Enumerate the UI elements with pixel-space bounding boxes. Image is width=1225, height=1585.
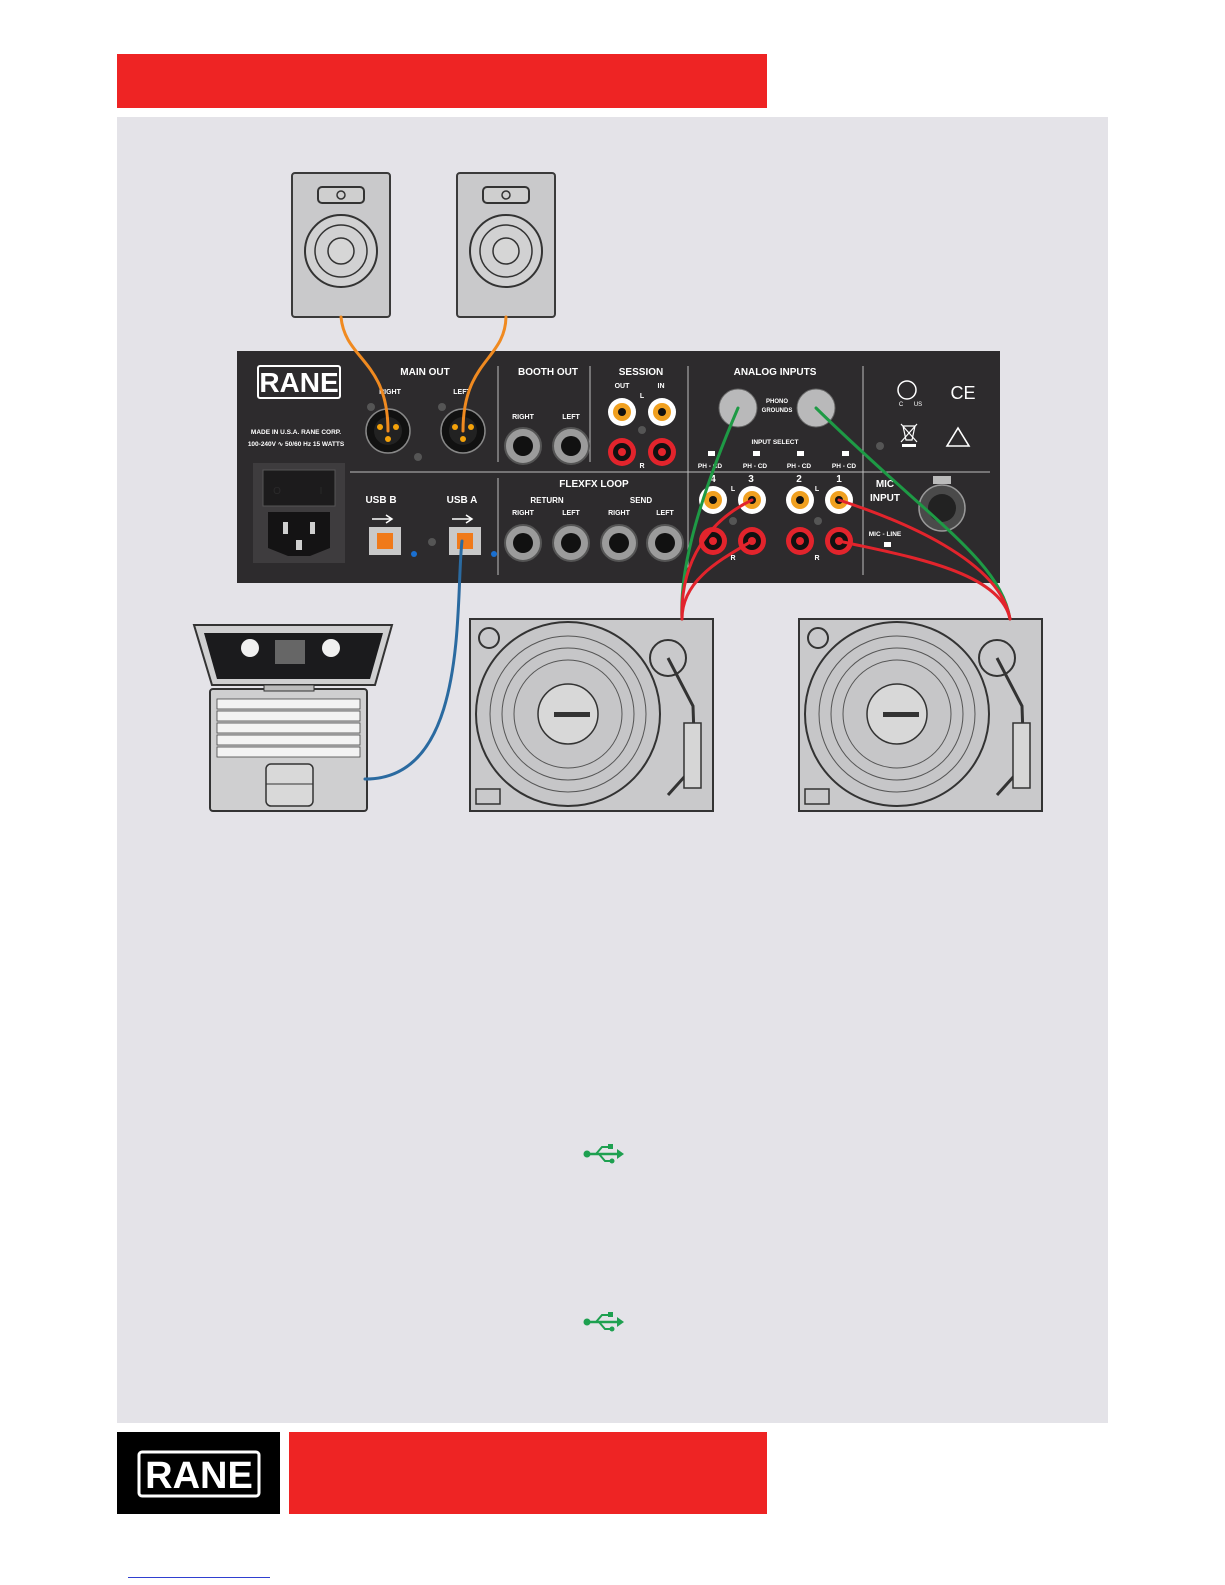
svg-text:USB A: USB A — [447, 495, 478, 506]
svg-text:C: C — [899, 402, 904, 408]
laptop — [192, 624, 394, 812]
svg-text:FLEXFX LOOP: FLEXFX LOOP — [559, 479, 629, 490]
svg-text:RANE: RANE — [145, 1455, 253, 1497]
footer-band — [289, 1432, 767, 1514]
mixer-rear-panel: RANE MAIN OUT RIGHT LEFT BOOTH OUT RIGHT… — [237, 351, 1000, 583]
usb-icon — [583, 1144, 624, 1164]
svg-text:R: R — [730, 555, 735, 562]
svg-text:RIGHT: RIGHT — [379, 389, 402, 396]
svg-text:RIGHT: RIGHT — [608, 510, 631, 517]
svg-text:ANALOG INPUTS: ANALOG INPUTS — [734, 367, 817, 378]
svg-text:L: L — [640, 393, 645, 400]
svg-text:L: L — [731, 486, 736, 493]
svg-text:MIC - LINE: MIC - LINE — [869, 531, 902, 538]
svg-text:PHONO: PHONO — [766, 399, 788, 405]
speaker-left — [291, 172, 391, 318]
footer-logo: RANE — [117, 1432, 280, 1514]
mixer-rane-logo — [257, 365, 341, 399]
svg-text:CE: CE — [950, 383, 975, 403]
svg-text:LEFT: LEFT — [656, 510, 674, 517]
svg-text:R: R — [639, 463, 644, 470]
svg-text:4: 4 — [710, 474, 716, 485]
svg-text:MAIN OUT: MAIN OUT — [400, 367, 449, 378]
svg-text:USB B: USB B — [365, 495, 396, 506]
svg-text:SESSION: SESSION — [619, 367, 663, 378]
svg-text:GROUNDS: GROUNDS — [762, 408, 793, 414]
speaker-right — [456, 172, 556, 318]
svg-text:LEFT: LEFT — [453, 389, 471, 396]
svg-text:100-240V ∿ 50/60 Hz 15 WATTS: 100-240V ∿ 50/60 Hz 15 WATTS — [248, 441, 345, 448]
turntable-left — [469, 618, 714, 812]
turntable-right — [798, 618, 1043, 812]
svg-text:SEND: SEND — [630, 496, 652, 505]
svg-text:RIGHT: RIGHT — [512, 510, 535, 517]
svg-text:INPUT: INPUT — [870, 493, 900, 504]
svg-text:2: 2 — [796, 474, 802, 485]
svg-text:LEFT: LEFT — [562, 510, 580, 517]
header-band — [117, 54, 767, 108]
svg-text:PH - CD: PH - CD — [743, 463, 768, 470]
svg-text:INPUT SELECT: INPUT SELECT — [752, 439, 799, 446]
svg-text:1: 1 — [836, 474, 842, 485]
svg-text:BOOTH OUT: BOOTH OUT — [518, 367, 578, 378]
usb-icon — [583, 1312, 624, 1332]
svg-text:RETURN: RETURN — [530, 496, 564, 505]
svg-text:R: R — [814, 555, 819, 562]
cables — [339, 315, 1012, 781]
svg-text:LEFT: LEFT — [562, 414, 580, 421]
svg-text:US: US — [914, 402, 922, 408]
svg-text:I: I — [320, 486, 323, 497]
svg-text:RANE: RANE — [259, 367, 338, 398]
svg-text:OUT: OUT — [615, 383, 631, 390]
svg-text:PH - CD: PH - CD — [787, 463, 812, 470]
svg-text:O: O — [273, 486, 281, 497]
svg-text:IN: IN — [658, 383, 665, 390]
svg-text:MIC: MIC — [876, 479, 894, 490]
svg-text:RIGHT: RIGHT — [512, 414, 535, 421]
svg-text:MADE IN U.S.A. RANE CORP.: MADE IN U.S.A. RANE CORP. — [251, 429, 341, 436]
svg-text:PH - CD: PH - CD — [698, 463, 723, 470]
svg-text:L: L — [815, 486, 820, 493]
svg-text:PH - CD: PH - CD — [832, 463, 857, 470]
svg-text:3: 3 — [748, 474, 754, 485]
footer-link-underline[interactable] — [128, 1577, 270, 1578]
